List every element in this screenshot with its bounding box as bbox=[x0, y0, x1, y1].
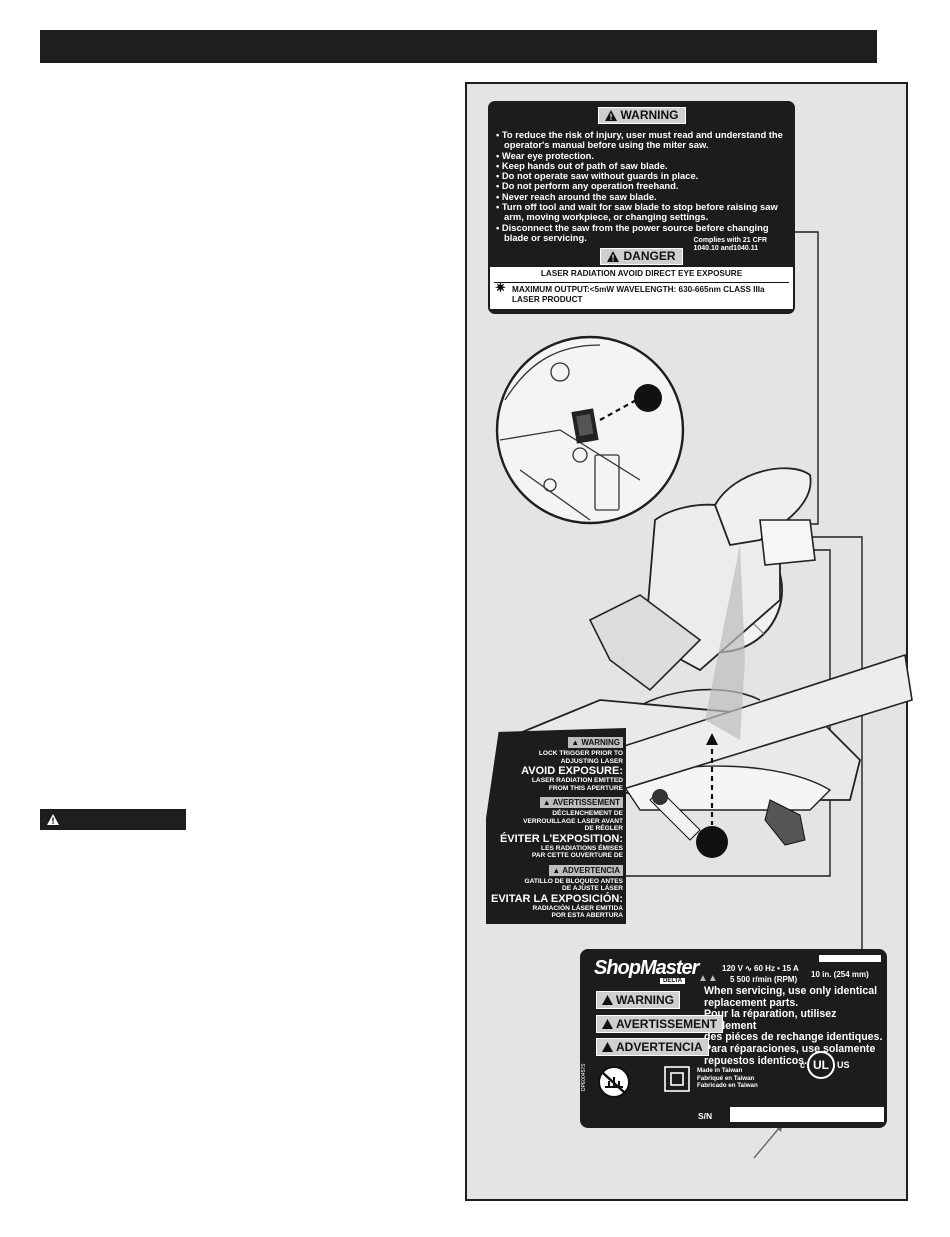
blade-size: 10 in. (254 mm) bbox=[811, 970, 869, 979]
danger-title: DANGER bbox=[623, 249, 676, 263]
service-line: des piéces de rechange identiques. bbox=[704, 1031, 883, 1044]
warning-pill: WARNING bbox=[597, 107, 686, 124]
side-heading: AVOID EXPOSURE: bbox=[521, 765, 623, 777]
output-line: MAXIMUM OUTPUT:<5mW WAVELENGTH: 630-665n… bbox=[512, 285, 765, 294]
danger-pill: DANGER bbox=[600, 248, 683, 265]
service-line: Para réparaciones, use solamente bbox=[704, 1042, 876, 1055]
side-text: LASER RADIATION EMITTED bbox=[531, 777, 623, 784]
compliance-line: Complies with 21 CFR bbox=[693, 237, 767, 244]
nameplate-label: ShopMaster DELTA ▲▲ 120 V ∿ 60 Hz • 15 A… bbox=[580, 949, 887, 1128]
brand-logo: ShopMaster bbox=[594, 957, 699, 979]
warning-triangle-icon bbox=[602, 1019, 613, 1029]
ul-c-text: c bbox=[800, 1060, 806, 1070]
model-number-field bbox=[819, 955, 881, 962]
part-code: DPE00457S bbox=[581, 1063, 587, 1091]
side-heading: ÉVITER L'EXPOSITION: bbox=[499, 832, 623, 845]
side-text: DE RÉGLER bbox=[584, 825, 623, 832]
laser-aperture-label: ▲ WARNING LOCK TRIGGER PRIOR TO ADJUSTIN… bbox=[486, 728, 626, 924]
service-line: repuestos identicos. bbox=[704, 1054, 808, 1067]
delta-logo-icon: ▲▲ bbox=[698, 973, 718, 984]
warning-item: To reduce the risk of injury, user must … bbox=[496, 129, 787, 151]
side-text: FROM THIS APERTURE bbox=[548, 784, 623, 792]
side-avertissement-title: AVERTISSEMENT bbox=[552, 798, 620, 807]
ul-us-text: US bbox=[837, 1060, 850, 1070]
warning-list: To reduce the risk of injury, user must … bbox=[496, 129, 787, 244]
plate-advertencia-text: ADVERTENCIA bbox=[616, 1040, 703, 1054]
double-insulation-icon bbox=[664, 1066, 690, 1092]
laser-line: LASER RADIATION AVOID DIRECT EYE EXPOSUR… bbox=[494, 269, 789, 283]
warning-item: Disconnect the saw from the power source… bbox=[496, 222, 787, 244]
warning-item: Turn off tool and wait for saw blade to … bbox=[496, 202, 787, 223]
warning-item: Do not perform any operation freehand. bbox=[496, 181, 787, 192]
service-line: replacement parts. bbox=[704, 996, 799, 1009]
side-text: RADIACIÓN LÁSER EMITIDA bbox=[532, 904, 623, 912]
electrical-rating: 120 V ∿ 60 Hz • 15 A bbox=[722, 964, 799, 973]
plate-advertencia-pill: ADVERTENCIA bbox=[596, 1038, 709, 1056]
warning-triangle-icon bbox=[47, 814, 59, 825]
warning-triangle-icon bbox=[602, 1042, 613, 1052]
serial-number-label: S/N bbox=[698, 1111, 713, 1121]
ul-logo-icon: UL bbox=[807, 1051, 836, 1079]
compliance-line: 1040.10 and1040.11 bbox=[693, 245, 759, 252]
side-text: LES RADIATIONS ÉMISES bbox=[541, 844, 623, 852]
laser-burst-icon: ✷ bbox=[495, 280, 506, 295]
side-text: DÉCLENCHEMENT DE bbox=[552, 810, 623, 817]
warning-triangle-icon bbox=[604, 110, 617, 121]
service-line: Pour la réparation, utilisez seulement bbox=[704, 1008, 837, 1032]
no-water-exposure-icon bbox=[598, 1066, 630, 1098]
side-text: DE AJUSTE LÁSER bbox=[562, 885, 623, 892]
warning-item: Do not operate saw without guards in pla… bbox=[496, 170, 787, 181]
service-line: When servicing, use only identical bbox=[704, 985, 878, 997]
warning-item: Never reach around the saw blade. bbox=[496, 191, 787, 202]
brand-sub-logo: DELTA bbox=[660, 978, 686, 984]
section-header-bar bbox=[40, 30, 877, 63]
laser-warning-box: ✷ LASER RADIATION AVOID DIRECT EYE EXPOS… bbox=[490, 267, 793, 309]
serial-number-field bbox=[730, 1107, 884, 1122]
side-warning-title: WARNING bbox=[581, 738, 620, 747]
warning-triangle-icon bbox=[602, 995, 613, 1005]
plate-warning-text: WARNING bbox=[616, 993, 674, 1007]
warning-heading-bar bbox=[40, 809, 186, 830]
service-text: When servicing, use only identical repla… bbox=[704, 985, 887, 1067]
warning-label-top: WARNING To reduce the risk of injury, us… bbox=[488, 101, 795, 314]
ul-mark-text: UL bbox=[813, 1058, 830, 1072]
plate-warning-pill: WARNING bbox=[596, 991, 680, 1009]
side-text: ADJUSTING LASER bbox=[560, 757, 623, 765]
plate-avertissement-text: AVERTISSEMENT bbox=[616, 1017, 718, 1031]
warning-triangle-icon bbox=[607, 251, 620, 262]
side-advertencia-title: ADVERTENCIA bbox=[562, 865, 620, 875]
side-text: VERROUILLAGE LASER AVANT bbox=[523, 817, 623, 825]
origin-line: Fabriqué en Taiwan bbox=[697, 1074, 755, 1082]
origin-text: Made in Taiwan Fabriqué en Taiwan Fabric… bbox=[697, 1067, 758, 1090]
warning-item: Wear eye protection. bbox=[496, 150, 787, 161]
plate-avertissement-pill: AVERTISSEMENT bbox=[596, 1015, 724, 1033]
origin-line: Made in Taiwan bbox=[697, 1067, 743, 1074]
side-text: LOCK TRIGGER PRIOR TO bbox=[538, 750, 623, 757]
ul-certification-mark: c UL US bbox=[800, 1051, 850, 1079]
speed-rating: 5 500 r/min (RPM) bbox=[730, 975, 798, 984]
side-text: POR ESTA ABERTURA bbox=[551, 912, 623, 919]
origin-line: Fabricado en Taiwan bbox=[697, 1082, 758, 1089]
side-heading: EVITAR LA EXPOSICIÓN: bbox=[490, 892, 623, 905]
warning-item: Keep hands out of path of saw blade. bbox=[496, 160, 787, 171]
output-line: LASER PRODUCT bbox=[512, 295, 583, 304]
compliance-note: Complies with 21 CFR 1040.10 and1040.11 bbox=[693, 237, 767, 253]
side-text: PAR CETTE OUVERTURE DE bbox=[531, 852, 623, 859]
side-warning-pill: ▲ WARNING bbox=[568, 737, 623, 748]
side-advertencia-pill: ▲ ADVERTENCIA bbox=[549, 864, 623, 876]
side-avertissement-pill: ▲ AVERTISSEMENT bbox=[539, 797, 623, 808]
warning-title: WARNING bbox=[620, 108, 679, 122]
side-text: GATILLO DE BLOQUEO ANTES bbox=[524, 877, 623, 885]
